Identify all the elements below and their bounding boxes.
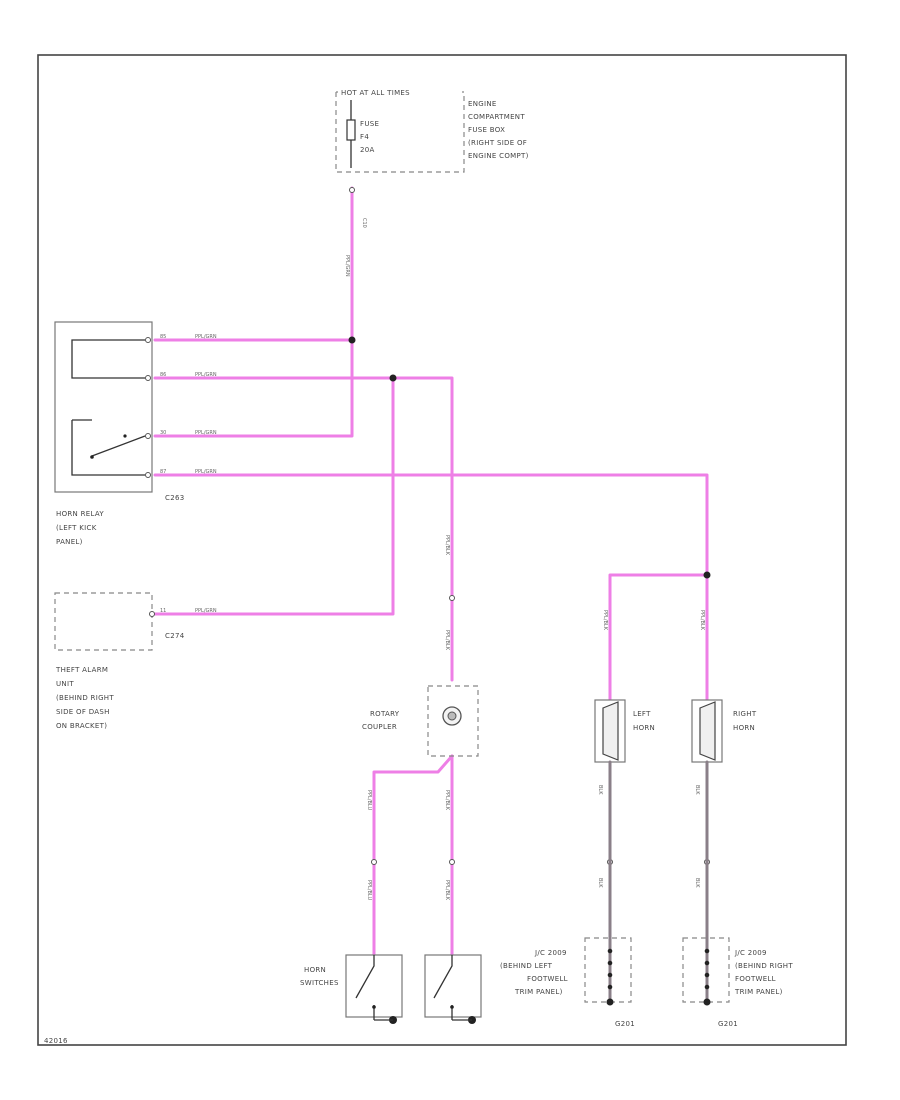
right-ground-splice-box (682, 937, 730, 1003)
right-ground-label-1: J/C 2009 (734, 949, 767, 957)
wire-label-theft: PPL/GRN (195, 608, 217, 614)
wire-label-right-ground-upper: BLK (694, 785, 700, 795)
wire-label-switch-right-upper: PPL/BLK (444, 790, 450, 811)
wire-label-right-ground-lower: BLK (694, 878, 700, 888)
inline-connectors (349, 187, 710, 865)
rotary-coupler-box (427, 685, 479, 757)
right-horn-label-2: HORN (733, 724, 755, 732)
rotary-coupler-label-1: ROTARY (370, 710, 400, 718)
wire-label-left-ground-upper: BLK (597, 785, 603, 795)
fuse-number: F4 (360, 133, 369, 141)
right-ground-icon (703, 998, 711, 1006)
left-horn-icon (602, 701, 619, 761)
relay-pin-85: 85 (160, 334, 166, 340)
left-ground-label-4: TRIM PANEL) (514, 988, 563, 996)
wire-label-30: PPL/GRN (195, 430, 217, 436)
right-horn: RIGHT HORN (691, 699, 757, 763)
horn-relay: 85 86 30 87 C263 HORN RELAY (LEFT KICK P… (54, 321, 184, 546)
power-wires (153, 186, 709, 962)
wire-label-85: PPL/GRN (195, 334, 217, 340)
fuse-box-location-3: FUSE BOX (468, 126, 505, 134)
theft-alarm-unit: 11 C274 THEFT ALARM UNIT (BEHIND RIGHT S… (54, 592, 185, 730)
horn-relay-box (54, 321, 153, 493)
fuse-box-location-1: ENGINE (468, 100, 497, 108)
wire-label-87: PPL/GRN (195, 469, 217, 475)
left-ground-label-1: J/C 2009 (534, 949, 567, 957)
fuse-name: FUSE (360, 120, 379, 128)
fuse-icon (346, 119, 356, 141)
wire-label-switch-left-upper: PPL/BLU (366, 790, 372, 810)
theft-alarm-connector: C274 (165, 632, 185, 640)
splice-horn-junction (703, 571, 711, 579)
wire-label-fuse-feed: PPL/GRN (344, 255, 350, 277)
wire-left-horn (608, 573, 709, 702)
theft-alarm-pin: 11 (160, 608, 166, 614)
theft-alarm-label-5: ON BRACKET) (56, 722, 107, 730)
relay-pin-30: 30 (160, 430, 166, 436)
wire-label-86: PPL/GRN (195, 372, 217, 378)
right-ground-label-4: TRIM PANEL) (734, 988, 783, 996)
wire-label-switch-right-lower: PPL/BLK (444, 880, 450, 901)
fuse-rating: 20A (360, 146, 375, 154)
right-ground-label-3: FOOTWELL (735, 975, 776, 983)
left-ground-icon (606, 998, 614, 1006)
fuse-box: HOT AT ALL TIMES FUSE F4 20A ENGINE COMP… (335, 89, 529, 228)
wire-labels: PPL/GRN PPL/GRN PPL/GRN PPL/GRN PPL/GRN … (195, 255, 705, 901)
wire-label-switch-left-lower: PPL/BLU (366, 880, 372, 900)
fuse-box-supply-label: HOT AT ALL TIMES (341, 89, 410, 97)
rotary-coupler: ROTARY COUPLER (362, 685, 479, 757)
fuse-box-connector: C10 (361, 218, 367, 228)
fuse-box-location-2: COMPARTMENT (468, 113, 525, 121)
theft-alarm-label-1: THEFT ALARM (55, 666, 108, 674)
wire-label-left-horn: PPL/BLK (602, 610, 608, 631)
wire-relay-86 (153, 376, 454, 682)
wire-label-right-horn: PPL/BLK (699, 610, 705, 631)
wire-relay-30 (153, 338, 354, 438)
wire-theft-alarm (153, 376, 395, 616)
left-horn-label-2: HORN (633, 724, 655, 732)
diagram-frame (37, 54, 847, 1046)
left-ground-label-2: (BEHIND LEFT (500, 962, 553, 970)
fuse-box-location-5: ENGINE COMPT) (468, 152, 529, 160)
left-ground-splice: J/C 2009 (BEHIND LEFT FOOTWELL TRIM PANE… (500, 937, 635, 1028)
theft-alarm-label-3: (BEHIND RIGHT (56, 694, 114, 702)
theft-alarm-label-2: UNIT (56, 680, 74, 688)
wire-label-lower-switch-feed: PPL/BLK (444, 630, 450, 651)
right-ground-splice: J/C 2009 (BEHIND RIGHT FOOTWELL TRIM PAN… (682, 937, 793, 1028)
left-ground-id: G201 (615, 1020, 635, 1028)
relay-coil-icon (71, 339, 145, 379)
right-horn-label-1: RIGHT (733, 710, 757, 718)
diagram-id: 42016 (44, 1037, 68, 1045)
relay-connector: C263 (165, 494, 184, 502)
wire-relay-87 (153, 473, 709, 702)
theft-alarm-label-4: SIDE OF DASH (56, 708, 110, 716)
rotary-coupler-label-2: COUPLER (362, 723, 397, 731)
left-horn: LEFT HORN (594, 699, 655, 763)
right-ground-id: G201 (718, 1020, 738, 1028)
horn-relay-label-2: (LEFT KICK (56, 524, 97, 532)
wire-switch-left (372, 754, 454, 962)
wire-label-left-ground-lower: BLK (597, 878, 603, 888)
fuse-box-location-4: (RIGHT SIDE OF (468, 139, 527, 147)
right-horn-icon (699, 701, 716, 761)
horn-relay-label-3: PANEL) (56, 538, 83, 546)
horn-switches: HORN SWITCHES (300, 954, 482, 1024)
theft-alarm-box (54, 592, 153, 651)
right-ground-label-2: (BEHIND RIGHT (735, 962, 793, 970)
left-horn-label-1: LEFT (633, 710, 651, 718)
horn-switches-label-2: SWITCHES (300, 979, 339, 987)
relay-switch-icon (71, 419, 146, 476)
horn-relay-label-1: HORN RELAY (56, 510, 104, 518)
left-ground-label-3: FOOTWELL (527, 975, 568, 983)
splice-fuse-junction (348, 336, 356, 344)
relay-pin-86: 86 (160, 372, 166, 378)
wire-label-upper-switch-feed: PPL/BLK (444, 535, 450, 556)
relay-pin-87: 87 (160, 469, 166, 475)
left-ground-splice-box (584, 937, 632, 1003)
horn-switches-label-1: HORN (304, 966, 326, 974)
splice-theft-junction (389, 374, 397, 382)
